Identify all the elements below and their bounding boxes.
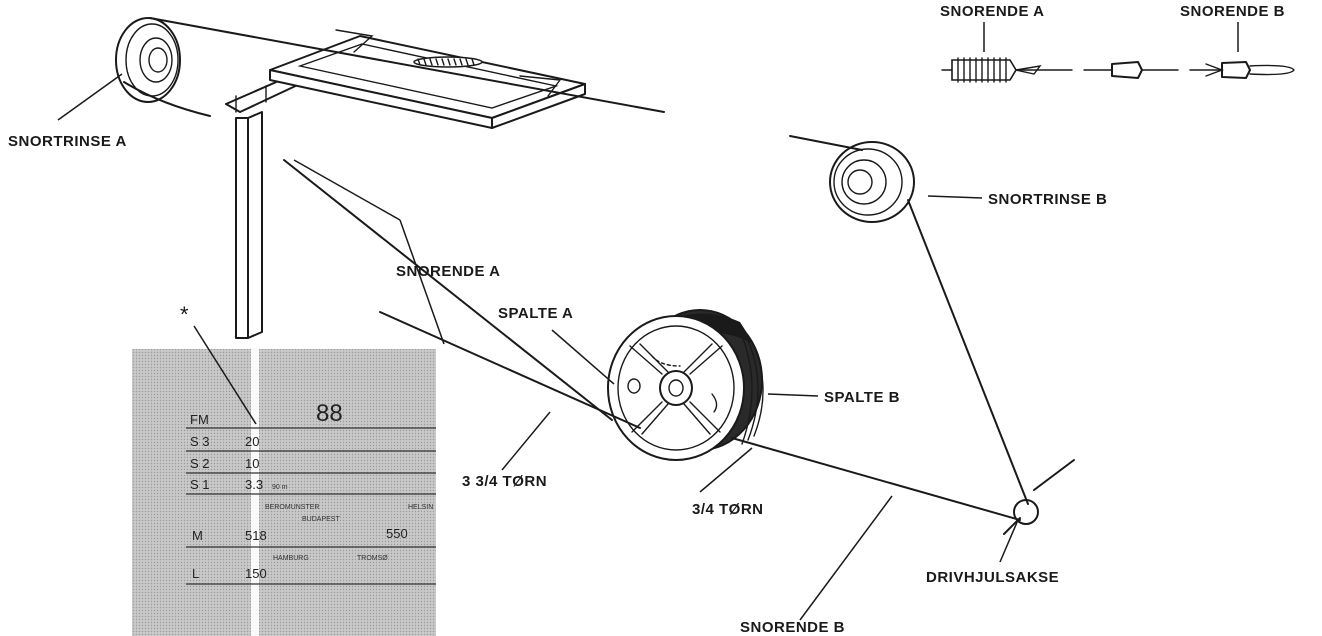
station-helsinki: HELSIN: [408, 504, 433, 511]
dial-band-s2: S 2: [190, 456, 210, 471]
station-tromso: TROMSØ: [357, 555, 388, 562]
label-snorende-a: SNORENDE A: [396, 263, 500, 280]
dial-scale-background: [132, 349, 436, 636]
cord-end-detail: [941, 57, 1295, 83]
dial-value-s2: 10: [245, 456, 259, 471]
station-budapest: BUDAPEST: [302, 516, 340, 523]
cord-end-clamp-b: [1221, 61, 1251, 79]
pulley-a: [115, 17, 181, 103]
dial-value-s3: 20: [245, 434, 259, 449]
slot-a: [627, 378, 641, 394]
dial-band-m: M: [192, 528, 203, 543]
dial-value-m-right: 550: [386, 526, 408, 541]
carriage-frame-side: [491, 83, 586, 129]
dial-value-s1: 3.3: [245, 477, 263, 492]
pointer-post-side: [247, 111, 263, 339]
pulley-b: [829, 141, 915, 223]
cord-drum: [607, 309, 764, 461]
dial-band-fm: FM: [190, 412, 209, 427]
cord-end-clamp-a: [1111, 61, 1143, 79]
label-snortrinse-a: SNORTRINSE A: [8, 133, 127, 150]
cord-end-loop: [1249, 64, 1295, 76]
dial-scale-panel: FM 88 S 3 20 S 2 10 S 1 3.3 90 m BEROMUN…: [132, 349, 436, 636]
label-snorende-b-top: SNORENDE B: [1180, 3, 1285, 20]
dial-small-s1: 90 m: [272, 484, 288, 491]
label-snortrinse-b: SNORTRINSE B: [988, 191, 1107, 208]
carriage-spring: [413, 56, 483, 68]
pointer-carriage: [225, 29, 586, 339]
label-snorende-b: SNORENDE B: [740, 619, 845, 636]
label-asterisk: *: [180, 302, 189, 327]
dial-value-fm: 88: [316, 400, 343, 427]
dial-cord: [123, 17, 1029, 521]
cord-end-spring: [951, 57, 1042, 83]
label-turns-b: 3/4 TØRN: [692, 501, 764, 518]
pointer-post: [235, 117, 249, 339]
station-hamburg: HAMBURG: [273, 555, 309, 562]
label-snorende-a-top: SNORENDE A: [940, 3, 1044, 20]
dial-band-s1: S 1: [190, 477, 210, 492]
drive-axle: [1003, 459, 1075, 535]
label-drivhjulsakse: DRIVHJULSAKSE: [926, 569, 1059, 586]
dial-value-m: 518: [245, 528, 267, 543]
dial-band-s3: S 3: [190, 434, 210, 449]
label-spalte-b: SPALTE B: [824, 389, 900, 406]
label-spalte-a: SPALTE A: [498, 305, 573, 322]
dial-band-l: L: [192, 566, 199, 581]
dial-pointer-strip: [251, 349, 259, 636]
label-turns-a: 3 3/4 TØRN: [462, 473, 547, 490]
dial-value-l: 150: [245, 566, 267, 581]
station-beromunster: BEROMUNSTER: [265, 504, 319, 511]
slot-b: [711, 393, 718, 413]
